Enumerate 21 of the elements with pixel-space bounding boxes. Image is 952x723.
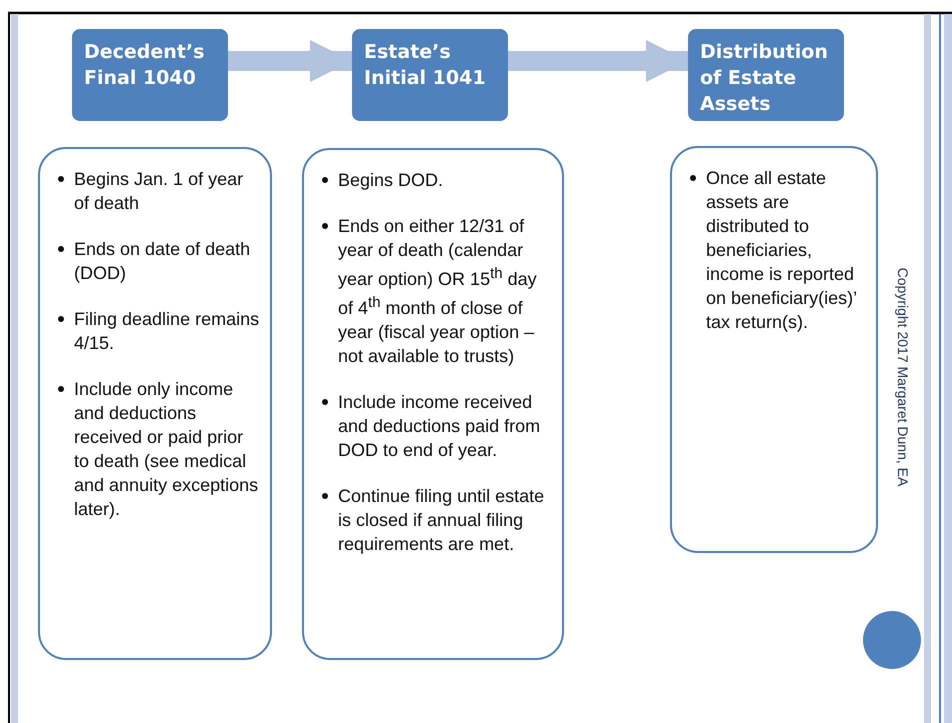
bullet-text: Begins Jan. 1 of year of death <box>74 168 244 215</box>
bullet-text: Ends on date of death (DOD) <box>74 238 252 285</box>
stage-title: Estate’s Initial 1041 <box>364 41 486 89</box>
bullet-text: Once all estate assets are distributed to beneficiaries, income is reported on beneficiary(ies)’ tax return(s). <box>706 167 858 334</box>
stage-title: Distribution of Estate Assets <box>700 41 828 115</box>
block-arrow <box>228 40 352 82</box>
stage-header-box <box>72 29 228 121</box>
bullet-text: Ends on either 12/31 of year of death (calendar year option) OR 15$^{th}$ day of 4$^{th}$ month of close of year (fiscal year option – not available to trusts) <box>338 215 538 368</box>
bullet-text: Filing deadline remains 4/15. <box>74 308 260 355</box>
copyright-note: Copyright 2017 Margaret Dunn, EA <box>895 266 911 488</box>
details-box <box>38 147 272 660</box>
stage-header-box <box>352 29 508 121</box>
block-arrow <box>508 40 688 82</box>
stage-title: Decedent’s Final 1040 <box>84 41 204 89</box>
stage-header-box <box>688 29 844 121</box>
details-box <box>670 146 878 553</box>
details-box <box>302 148 564 660</box>
bullet-text: Begins DOD. <box>338 169 444 192</box>
bullet-text: Include income received and deductions paid from DOD to end of year. <box>338 391 542 462</box>
bullet-text: Include only income and deductions received or paid prior to death (see medical and annuity exceptions later). <box>74 378 260 521</box>
bullet-text: Continue filing until estate is closed if annual filing requirements are met. <box>338 485 546 556</box>
